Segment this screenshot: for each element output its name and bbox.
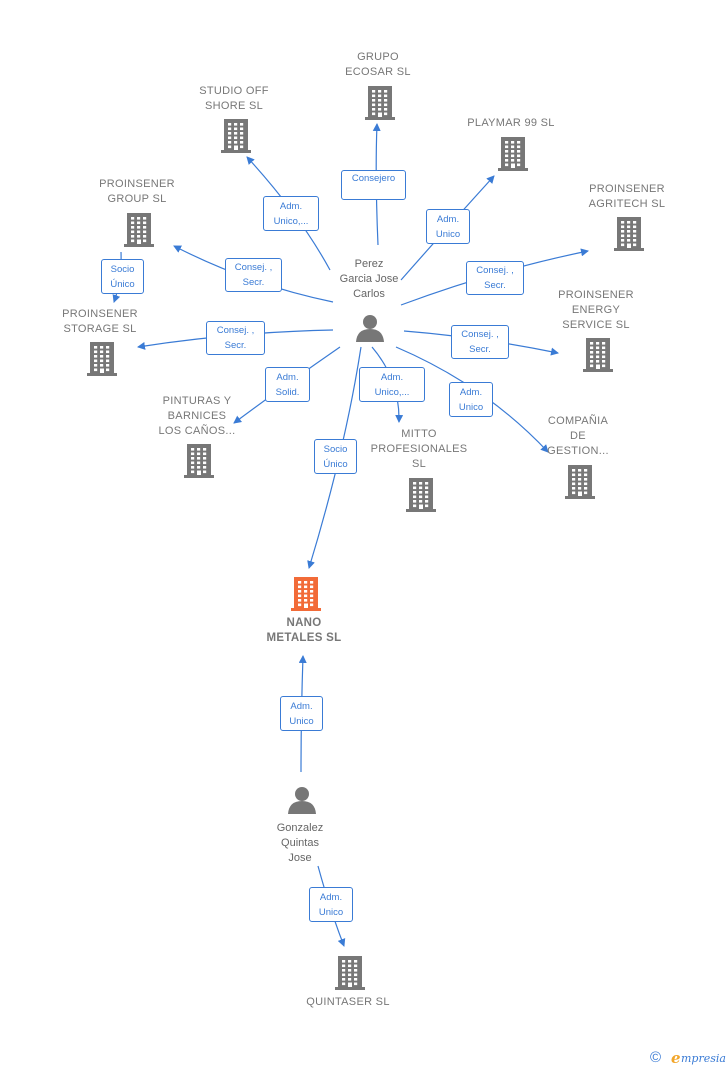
building-icon[interactable] <box>289 575 323 616</box>
edge-label[interactable]: Adm. Unico <box>280 696 323 731</box>
company-name[interactable]: PROINSENER AGRITECH SL <box>588 183 666 210</box>
building-icon[interactable] <box>563 463 597 504</box>
edge-label[interactable]: Adm. Unico,... <box>263 196 319 231</box>
company-name[interactable]: COMPAÑIA DE GESTION... <box>547 415 609 457</box>
brand-logo-text: mpresia <box>681 1052 726 1065</box>
company-name[interactable]: PROINSENER STORAGE SL <box>62 308 138 335</box>
company-name[interactable]: PROINSENER GROUP SL <box>99 178 175 205</box>
edge-label[interactable]: Consejero <box>341 170 406 200</box>
edge-label[interactable]: Socio Único <box>314 439 357 474</box>
focus-company-name[interactable]: NANO METALES SL <box>266 617 342 644</box>
building-icon[interactable] <box>496 135 530 176</box>
brand-logo-e: e <box>671 1049 681 1067</box>
building-icon[interactable] <box>404 476 438 517</box>
building-icon[interactable] <box>581 336 615 377</box>
building-icon[interactable] <box>182 442 216 483</box>
company-name[interactable]: PLAYMAR 99 SL <box>467 117 555 129</box>
company-name[interactable]: PINTURAS Y BARNICES LOS CAÑOS... <box>158 395 236 437</box>
company-name[interactable]: GRUPO ECOSAR SL <box>345 51 411 78</box>
person-name[interactable]: Perez Garcia Jose Carlos <box>339 258 399 300</box>
company-name[interactable]: PROINSENER ENERGY SERVICE SL <box>558 289 634 331</box>
person-name[interactable]: Gonzalez Quintas Jose <box>276 822 324 864</box>
edge-label[interactable]: Adm. Unico <box>309 887 353 922</box>
edge-label[interactable]: Adm. Solid. <box>265 367 310 402</box>
copyright-symbol: © <box>650 1049 662 1066</box>
building-icon[interactable] <box>612 215 646 256</box>
building-icon[interactable] <box>219 117 253 158</box>
building-icon[interactable] <box>363 84 397 125</box>
company-name[interactable]: MITTO PROFESIONALES SL <box>370 428 468 470</box>
edge-label[interactable]: Consej. , Secr. <box>206 321 265 355</box>
building-icon[interactable] <box>122 211 156 252</box>
edge-label[interactable]: Consej. , Secr. <box>225 258 282 292</box>
edge-label[interactable]: Socio Único <box>101 259 144 294</box>
edge-label[interactable]: Adm. Unico <box>449 382 493 417</box>
edge-label[interactable]: Adm. Unico,... <box>359 367 425 402</box>
company-name[interactable]: QUINTASER SL <box>306 996 390 1008</box>
edge-label[interactable]: Adm. Unico <box>426 209 470 244</box>
edge-label[interactable]: Consej. , Secr. <box>466 261 524 295</box>
company-name[interactable]: STUDIO OFF SHORE SL <box>199 85 269 112</box>
edge-label[interactable]: Consej. , Secr. <box>451 325 509 359</box>
building-icon[interactable] <box>333 954 367 995</box>
person-icon[interactable] <box>355 314 385 347</box>
building-icon[interactable] <box>85 340 119 381</box>
person-icon[interactable] <box>287 786 317 819</box>
